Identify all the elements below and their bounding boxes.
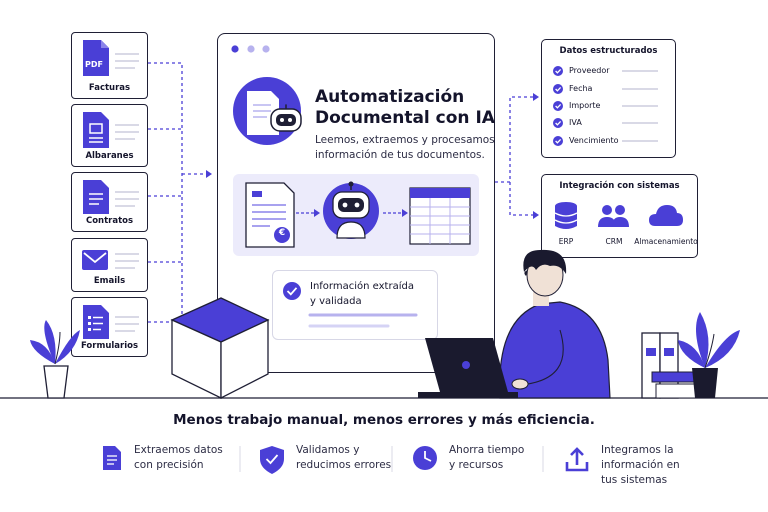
feature-line: Validamos y: [296, 444, 360, 456]
document-label: Albaranes: [85, 151, 134, 161]
integration-title: Integración con sistemas: [559, 181, 680, 191]
feature-line: Integramos la: [601, 444, 674, 456]
title-line: Documental con IA: [315, 108, 495, 128]
check-circle-icon: [283, 282, 301, 300]
feature-validate: Validamos y reducimos errores: [296, 443, 391, 473]
feature-integrate: Integramos la información en tus sistema…: [601, 443, 680, 488]
document-card-albaranes: Albaranes: [71, 104, 148, 167]
structured-data-title: Datos estructurados: [559, 46, 658, 56]
field-label: Importe: [569, 101, 601, 110]
pdf-icon: PDF: [81, 40, 141, 82]
laptop-icon: [418, 338, 518, 398]
person-illustration: [499, 249, 611, 399]
binders-icon: [641, 332, 703, 399]
window-dot-icon: [247, 45, 255, 53]
subtitle-line: información de tus documentos.: [315, 149, 485, 161]
upload-icon: [565, 447, 589, 472]
headline: Menos trabajo manual, menos errores y má…: [173, 412, 595, 428]
title-line: Automatización: [315, 87, 465, 107]
pdf-badge: PDF: [85, 60, 103, 69]
contract-icon: [81, 180, 141, 220]
field-check-icons: [553, 66, 563, 146]
invoice-document-icon: [245, 182, 295, 248]
feature-line: reducimos errores: [296, 459, 392, 471]
document-icon: [103, 446, 121, 470]
document-label: Emails: [93, 276, 126, 286]
feature-line: Extraemos datos: [134, 444, 223, 456]
feature-save-time: Ahorra tiempo y recursos: [449, 443, 524, 473]
document-label: Facturas: [88, 83, 131, 93]
field-label: Proveedor: [569, 66, 610, 75]
page-subtitle: Leemos, extraemos y procesamos informaci…: [315, 133, 495, 163]
feature-line: información en: [601, 459, 680, 471]
system-label: ERP: [558, 237, 574, 246]
users-icon: [598, 205, 629, 227]
document-label: Formularios: [80, 341, 139, 351]
validation-line: y validada: [310, 296, 362, 307]
document-card-emails: Emails: [71, 238, 148, 292]
delivery-note-icon: [81, 112, 141, 154]
robot-icon: [323, 181, 379, 239]
email-icon: [81, 248, 141, 278]
clock-icon: [413, 446, 437, 470]
feature-line: tus sistemas: [601, 474, 668, 486]
window-dot-icon: [262, 45, 270, 53]
plant-left-icon: [30, 320, 80, 399]
cloud-icon: [649, 205, 683, 226]
subtitle-line: Leemos, extraemos y procesamos: [315, 134, 495, 146]
cube-icon: [170, 297, 270, 400]
document-card-contratos: Contratos: [71, 172, 148, 232]
plant-right-icon: [678, 312, 740, 398]
feature-line: y recursos: [449, 459, 504, 471]
data-table-icon: [409, 187, 471, 245]
page-title: Automatización Documental con IA: [315, 87, 495, 129]
shield-check-icon: [260, 446, 284, 474]
ai-document-icon: [233, 75, 309, 155]
feature-line: Ahorra tiempo: [449, 444, 525, 456]
validation-line: Información extraída: [310, 281, 414, 292]
field-label: Vencimiento: [569, 136, 619, 145]
feature-extract: Extraemos datos con precisión: [134, 443, 223, 473]
field-label: IVA: [569, 118, 582, 127]
feature-line: con precisión: [134, 459, 204, 471]
document-label: Contratos: [85, 216, 134, 226]
document-card-formularios: Formularios: [71, 297, 148, 357]
field-label: Fecha: [569, 84, 593, 93]
structured-data-panel: [541, 39, 676, 158]
window-dot-icon: [231, 45, 239, 53]
database-icon: [554, 202, 578, 229]
validation-text: Información extraída y validada: [310, 279, 414, 309]
document-card-facturas: PDF Facturas: [71, 32, 148, 99]
currency-symbol: €: [278, 228, 286, 238]
form-icon: [81, 305, 141, 345]
system-label: Almacenamiento: [634, 237, 698, 246]
system-label: CRM: [605, 237, 623, 246]
validation-card: [272, 270, 438, 340]
